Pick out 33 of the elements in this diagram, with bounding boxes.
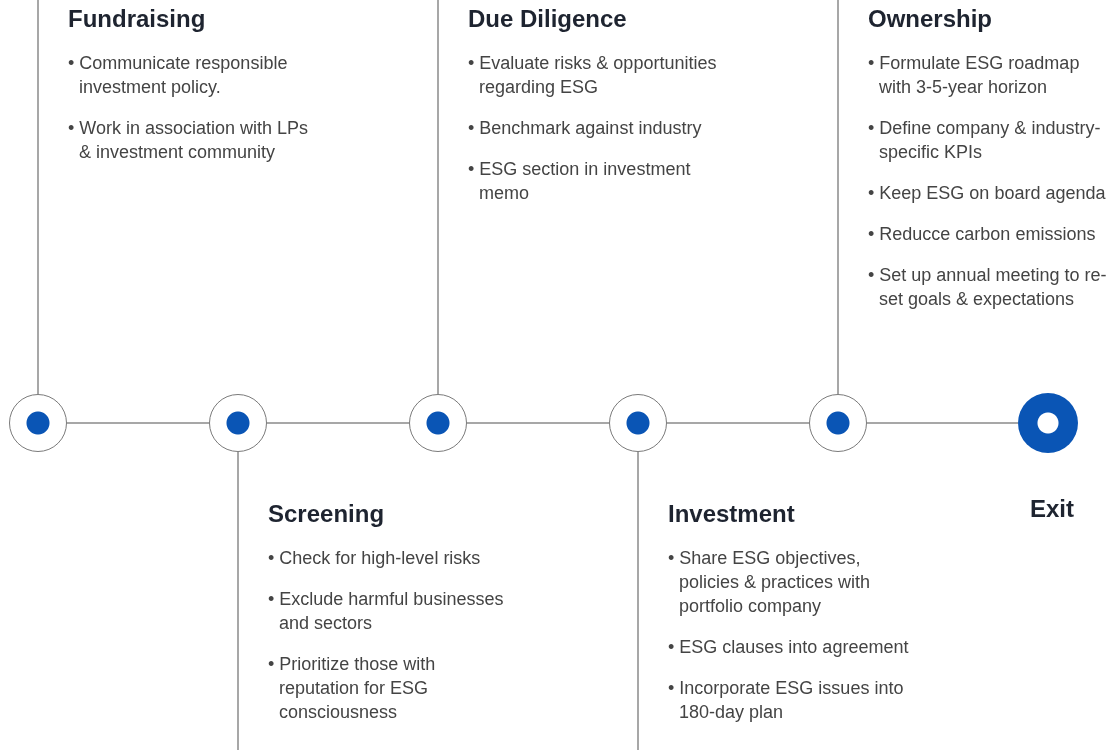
bullet-point: • Reducce carbon emissions (868, 223, 1097, 246)
stage-heading: Due Diligence (468, 5, 627, 33)
timeline-line (866, 422, 1019, 424)
bullet-point: • Define company & industry-specific KPIs (868, 117, 1102, 164)
bullet-point: • Prioritize those with reputation for ESG consciousness (268, 653, 437, 724)
timeline-line (266, 422, 410, 424)
timeline-line (666, 422, 810, 424)
bullet-point: • Keep ESG on board agenda (868, 182, 1107, 205)
stage-heading: Ownership (868, 5, 993, 33)
bullet-point: • Evaluate risks & opportunities regarding ESG (468, 52, 718, 99)
timeline-line (66, 422, 210, 424)
bullet-point: • Check for high-level risks (268, 547, 482, 570)
timeline-line (466, 422, 610, 424)
timeline-line (237, 451, 239, 750)
bullet-point: • Incorporate ESG issues into 180-day plan (668, 677, 905, 724)
bullet-point: • Work in association with LPs & investment community (68, 117, 310, 164)
timeline-line (437, 0, 439, 395)
bullet-point: • Benchmark against industry (468, 117, 703, 140)
timeline-line (37, 0, 39, 395)
bullet-point: • Communicate responsible investment policy. (68, 52, 289, 99)
timeline-line (837, 0, 839, 395)
end-milestone-circle (1018, 393, 1078, 453)
stage-heading: Fundraising (68, 5, 206, 33)
timeline-line (637, 451, 639, 750)
bullet-point: • ESG clauses into agreement (668, 636, 910, 659)
bullet-point: • Share ESG objectives, policies & practices with portfolio company (668, 547, 872, 618)
stage-heading: Investment (668, 500, 795, 528)
stage-heading: Screening (268, 500, 385, 528)
bullet-point: • Formulate ESG roadmap with 3-5-year horizon (868, 52, 1081, 99)
bullet-point: • ESG section in investment memo (468, 158, 692, 205)
bullet-point: • Set up annual meeting to re-set goals & expectations (868, 264, 1108, 311)
stage-heading: Exit (1030, 495, 1074, 523)
bullet-point: • Exclude harmful businesses and sectors (268, 588, 505, 635)
